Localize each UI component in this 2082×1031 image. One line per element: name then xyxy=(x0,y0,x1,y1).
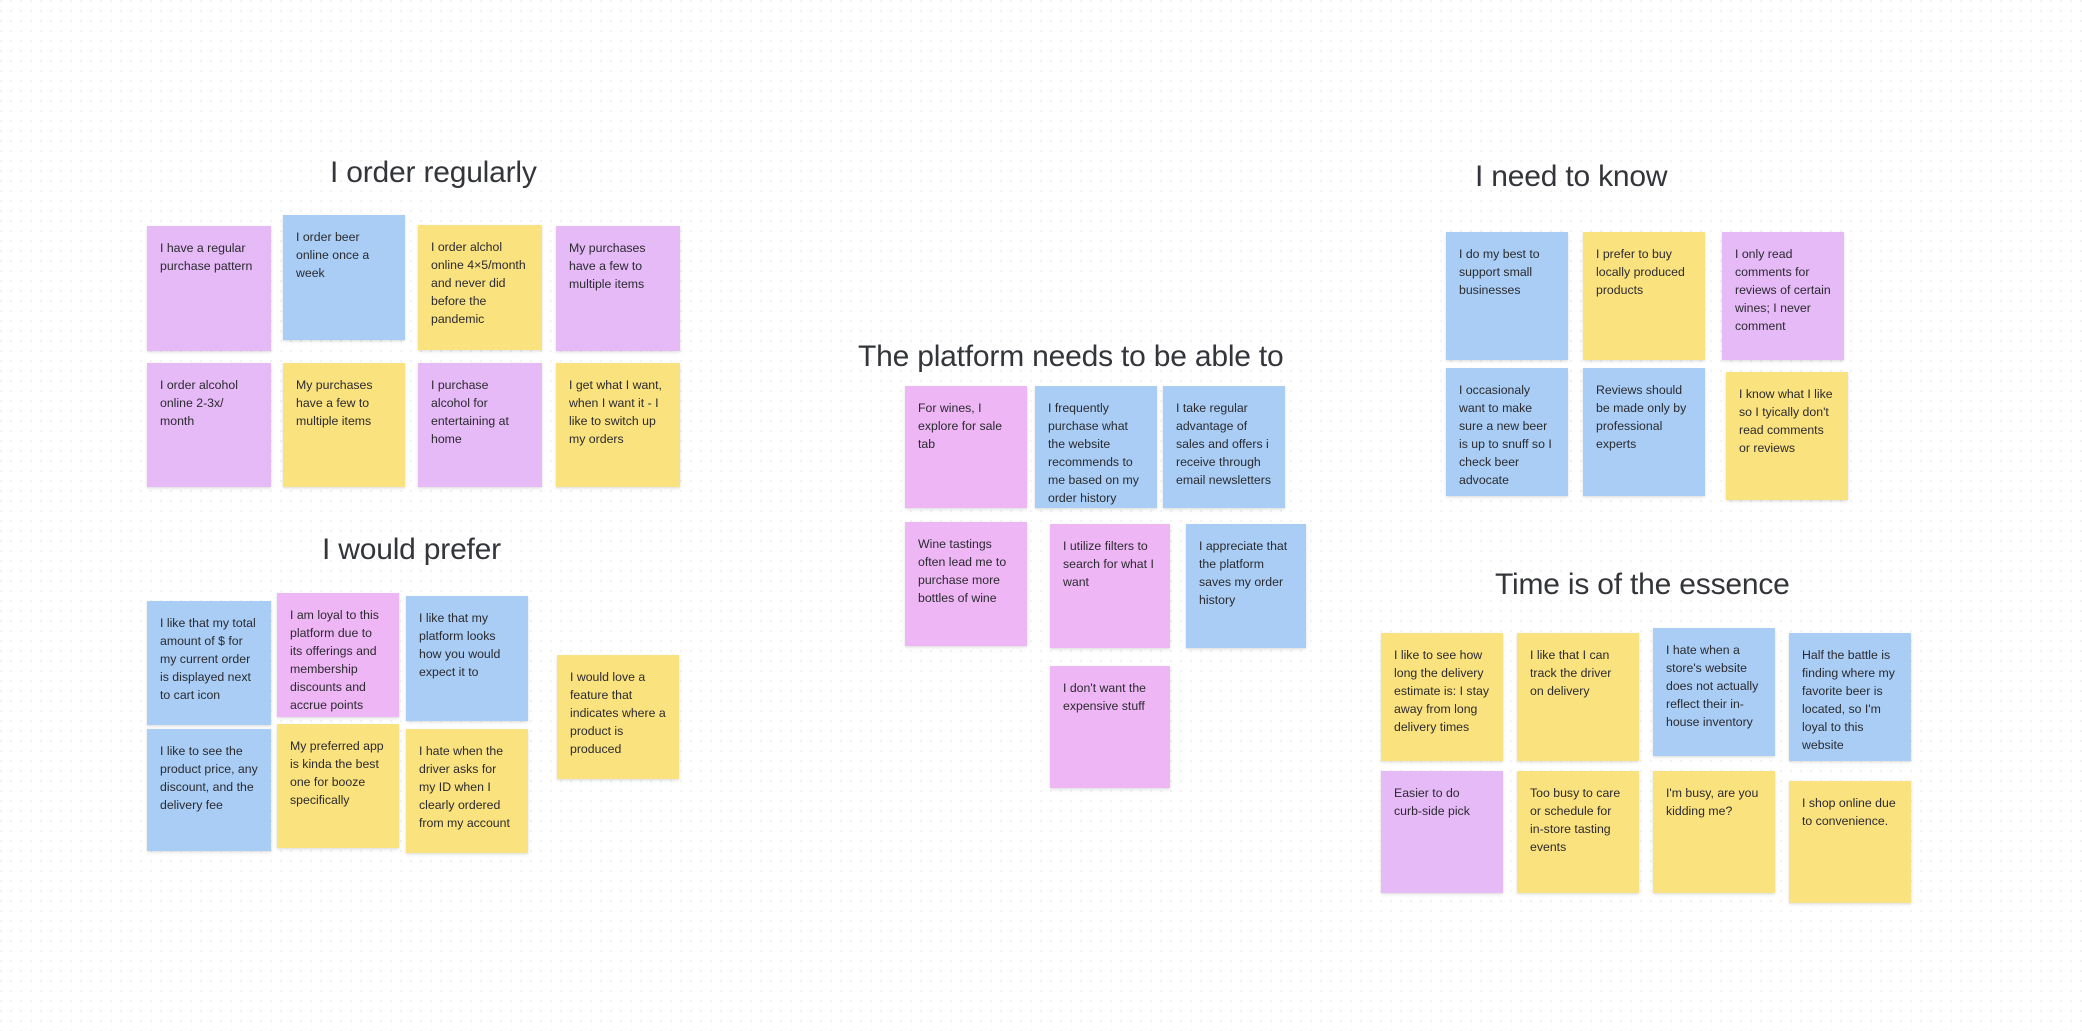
sticky-note[interactable]: Wine tastings often lead me to purchase … xyxy=(905,522,1027,646)
sticky-note[interactable]: I know what I like so I tyically don't r… xyxy=(1726,372,1848,500)
sticky-note[interactable]: I like that my platform looks how you wo… xyxy=(406,596,528,721)
sticky-note[interactable]: I frequently purchase what the website r… xyxy=(1035,386,1157,508)
sticky-note-text: I take regular advantage of sales and of… xyxy=(1176,401,1271,488)
sticky-note[interactable]: I have a regular purchase pattern xyxy=(147,226,271,351)
sticky-note-text: Easier to do curb-side pick xyxy=(1394,786,1470,819)
sticky-note[interactable]: I order alcohol online 2-3x/ month xyxy=(147,363,271,487)
sticky-note-text: Too busy to care or schedule for in-stor… xyxy=(1530,786,1621,855)
sticky-note[interactable]: My purchases have a few to multiple item… xyxy=(556,226,680,351)
sticky-note-text: Wine tastings often lead me to purchase … xyxy=(918,537,1007,606)
sticky-note[interactable]: I get what I want, when I want it - I li… xyxy=(556,363,680,487)
sticky-note-text: I purchase alcohol for entertaining at h… xyxy=(431,378,509,447)
sticky-note[interactable]: I hate when a store's website does not a… xyxy=(1653,628,1775,756)
sticky-note-text: I order beer online once a week xyxy=(296,230,370,281)
sticky-note-text: I don't want the expensive stuff xyxy=(1063,681,1147,714)
sticky-note[interactable]: Half the battle is finding where my favo… xyxy=(1789,633,1911,761)
sticky-note-text: I get what I want, when I want it - I li… xyxy=(569,378,662,447)
sticky-note-text: I like to see how long the delivery esti… xyxy=(1394,648,1489,735)
sticky-note[interactable]: I'm busy, are you kidding me? xyxy=(1653,771,1775,893)
sticky-note[interactable]: I purchase alcohol for entertaining at h… xyxy=(418,363,542,487)
sticky-note-text: I order alcohol online 2-3x/ month xyxy=(160,378,238,429)
sticky-note-text: I utilize filters to search for what I w… xyxy=(1063,539,1154,590)
sticky-note-text: I order alchol online 4×5/month and neve… xyxy=(431,240,526,327)
sticky-note-text: My purchases have a few to multiple item… xyxy=(296,378,373,429)
sticky-note[interactable]: I only read comments for reviews of cert… xyxy=(1722,232,1844,360)
sticky-note-text: I like to see the product price, any dis… xyxy=(160,744,258,813)
sticky-note[interactable]: I take regular advantage of sales and of… xyxy=(1163,386,1285,508)
sticky-note-text: I know what I like so I tyically don't r… xyxy=(1739,387,1833,456)
sticky-note-text: I frequently purchase what the website r… xyxy=(1048,401,1139,506)
sticky-note-text: For wines, I explore for sale tab xyxy=(918,401,1003,452)
sticky-note-text: I only read comments for reviews of cert… xyxy=(1735,247,1831,334)
cluster-title-time-is-of-the-essence: Time is of the essence xyxy=(1495,568,1790,601)
sticky-note-text: I hate when a store's website does not a… xyxy=(1666,643,1759,730)
sticky-note[interactable]: I like that my total amount of $ for my … xyxy=(147,601,271,725)
sticky-note[interactable]: I hate when the driver asks for my ID wh… xyxy=(406,729,528,853)
sticky-note[interactable]: I occasionaly want to make sure a new be… xyxy=(1446,368,1568,496)
sticky-note[interactable]: I would love a feature that indicates wh… xyxy=(557,655,679,779)
cluster-title-the-platform-needs-to-be-able-to: The platform needs to be able to xyxy=(858,340,1284,373)
cluster-title-i-need-to-know: I need to know xyxy=(1475,160,1668,193)
sticky-note[interactable]: My preferred app is kinda the best one f… xyxy=(277,724,399,848)
sticky-note-text: I hate when the driver asks for my ID wh… xyxy=(419,744,510,831)
sticky-note-text: Half the battle is finding where my favo… xyxy=(1802,648,1895,753)
cluster-title-i-order-regularly: I order regularly xyxy=(330,156,537,189)
sticky-note[interactable]: I am loyal to this platform due to its o… xyxy=(277,593,399,717)
sticky-note-text: I do my best to support small businesses xyxy=(1459,247,1540,298)
sticky-note[interactable]: I like to see how long the delivery esti… xyxy=(1381,633,1503,761)
sticky-note-text: My purchases have a few to multiple item… xyxy=(569,241,646,292)
cluster-title-i-would-prefer: I would prefer xyxy=(322,533,501,566)
sticky-note-text: I'm busy, are you kidding me? xyxy=(1666,786,1759,819)
sticky-note-text: I would love a feature that indicates wh… xyxy=(570,670,666,757)
sticky-note[interactable]: Reviews should be made only by professio… xyxy=(1583,368,1705,496)
sticky-note[interactable]: My purchases have a few to multiple item… xyxy=(283,363,405,487)
sticky-note-text: I shop online due to convenience. xyxy=(1802,796,1896,829)
sticky-note-text: Reviews should be made only by professio… xyxy=(1596,383,1687,452)
sticky-note[interactable]: I prefer to buy locally produced product… xyxy=(1583,232,1705,360)
sticky-note[interactable]: I do my best to support small businesses xyxy=(1446,232,1568,360)
sticky-note[interactable]: I don't want the expensive stuff xyxy=(1050,666,1170,788)
sticky-note-text: My preferred app is kinda the best one f… xyxy=(290,739,384,808)
sticky-note-text: I occasionaly want to make sure a new be… xyxy=(1459,383,1552,488)
sticky-note-text: I like that my total amount of $ for my … xyxy=(160,616,256,703)
sticky-note[interactable]: Easier to do curb-side pick xyxy=(1381,771,1503,893)
sticky-note[interactable]: I order alchol online 4×5/month and neve… xyxy=(418,225,542,350)
sticky-note-text: I appreciate that the platform saves my … xyxy=(1199,539,1288,608)
sticky-note[interactable]: I appreciate that the platform saves my … xyxy=(1186,524,1306,648)
sticky-note[interactable]: I utilize filters to search for what I w… xyxy=(1050,524,1170,648)
sticky-note[interactable]: Too busy to care or schedule for in-stor… xyxy=(1517,771,1639,893)
sticky-note-text: I like that I can track the driver on de… xyxy=(1530,648,1612,699)
sticky-note[interactable]: I order beer online once a week xyxy=(283,215,405,340)
sticky-note-text: I prefer to buy locally produced product… xyxy=(1596,247,1685,298)
sticky-note[interactable]: I like to see the product price, any dis… xyxy=(147,729,271,851)
sticky-note-text: I have a regular purchase pattern xyxy=(160,241,253,274)
sticky-note[interactable]: I shop online due to convenience. xyxy=(1789,781,1911,903)
sticky-note[interactable]: I like that I can track the driver on de… xyxy=(1517,633,1639,761)
sticky-note[interactable]: For wines, I explore for sale tab xyxy=(905,386,1027,508)
sticky-note-text: I am loyal to this platform due to its o… xyxy=(290,608,379,713)
sticky-note-text: I like that my platform looks how you wo… xyxy=(419,611,501,680)
